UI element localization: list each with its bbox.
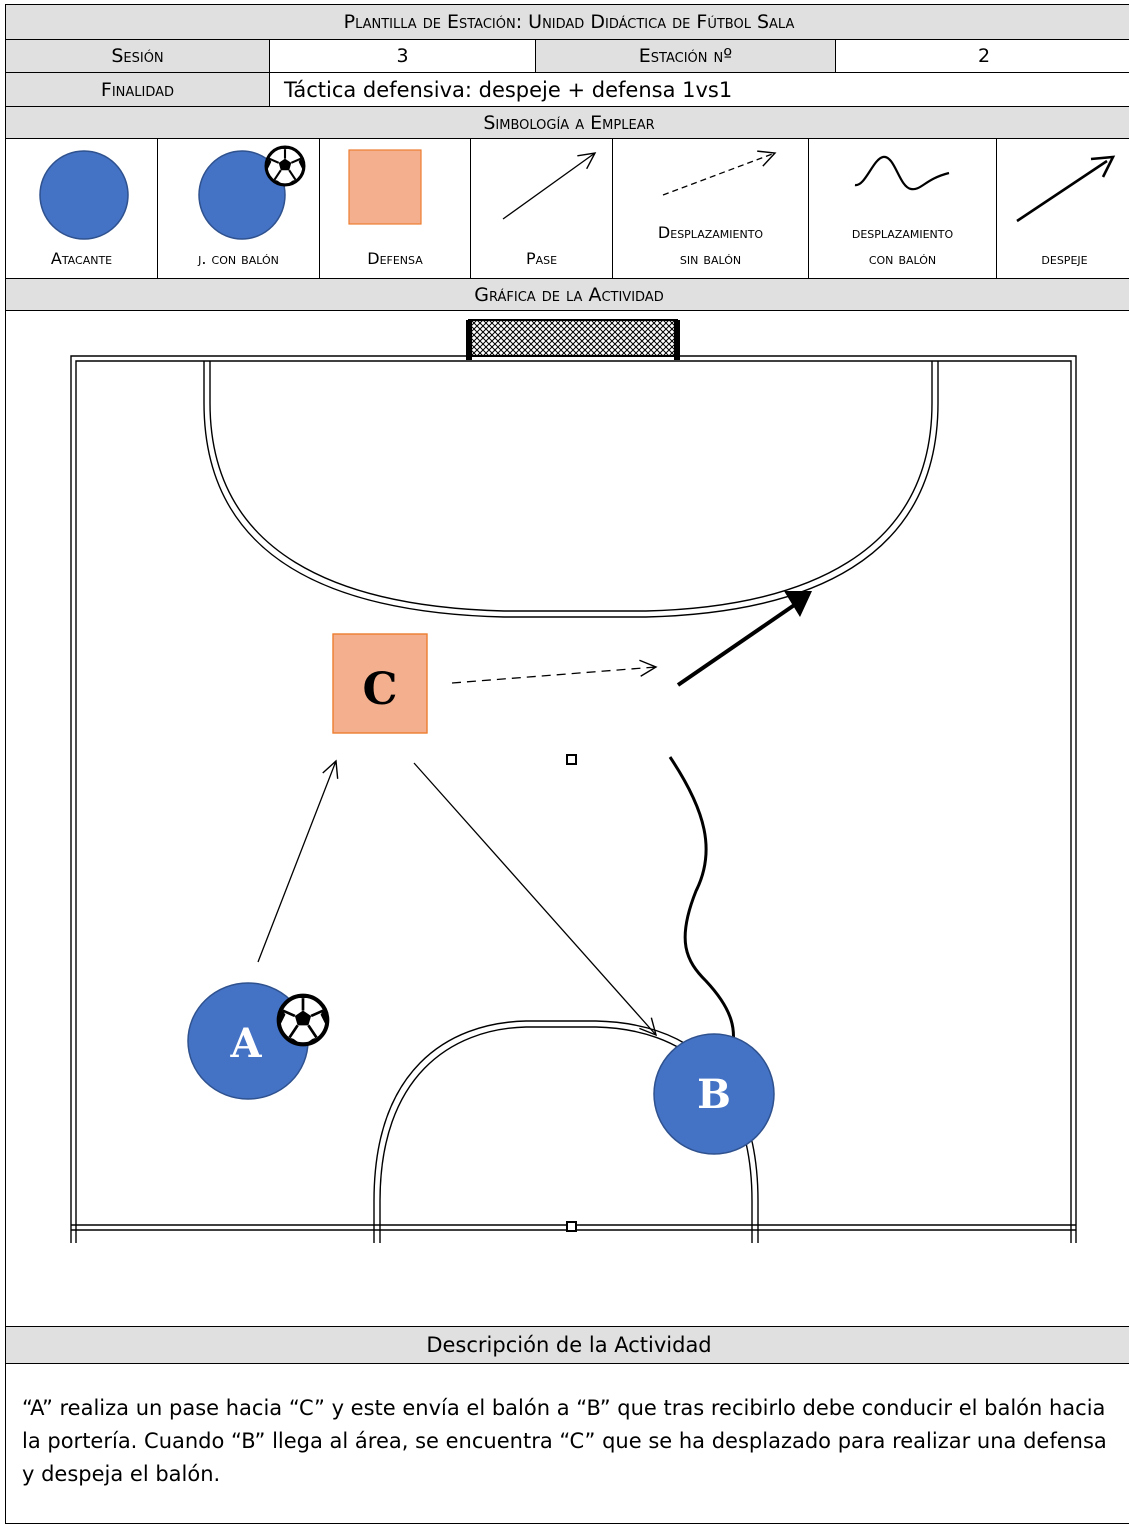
symbol-label: despeje (1041, 249, 1088, 268)
dribble-wavy-line (668, 756, 736, 1052)
pass-arrow-c-to-b (413, 762, 658, 1037)
goal-net (466, 319, 680, 360)
purpose-row: Finalidad Táctica defensiva: despeje + d… (5, 73, 1129, 107)
player-c-label: C (362, 664, 397, 715)
court-lines (70, 355, 1077, 1243)
header-row: Plantilla de Estación: Unidad Didáctica … (5, 4, 1129, 40)
description-title-row: Descripción de la Actividad (5, 1327, 1129, 1364)
symbols-row: Atacante j. con balón Defensa Pase (5, 139, 1129, 279)
symbol-defender: Defensa (320, 139, 471, 278)
player-b-label: B (697, 1071, 731, 1118)
wavy-line-icon (854, 155, 950, 191)
session-value: 3 (270, 40, 536, 72)
futsal-court: C A B (70, 319, 1077, 1243)
graphic-title-row: Gráfica de la Actividad (5, 279, 1129, 311)
player-b-attacker (653, 1033, 775, 1155)
session-label: Sesión (6, 40, 270, 72)
description-row: “A” realiza un pase hacia “C” y este env… (5, 1364, 1129, 1524)
symbol-clearance: despeje (997, 139, 1129, 278)
station-template: Plantilla de Estación: Unidad Didáctica … (5, 4, 1129, 1524)
session-row: Sesión 3 Estación nº 2 (5, 40, 1129, 73)
symbol-run-without-ball: Desplazamiento sin balón (613, 139, 809, 278)
defender-square-icon (348, 149, 422, 225)
symbol-attacker: Atacante (6, 139, 158, 278)
symbols-title: Simbología a Emplear (483, 111, 655, 134)
player-a-attacker (187, 982, 327, 1100)
symbol-label: con balón (868, 249, 937, 268)
dashed-arrow-icon (662, 150, 777, 196)
station-label: Estación nº (536, 40, 836, 72)
symbol-player-with-ball: j. con balón (158, 139, 320, 278)
attacker-circle-icon (39, 150, 129, 240)
pass-arrow-a-to-c (257, 759, 339, 963)
symbol-label: desplazamiento (851, 223, 954, 242)
purpose-value: Táctica defensiva: despeje + defensa 1vs… (284, 77, 733, 102)
penalty-spot (566, 754, 577, 765)
defender-run-arrow (451, 659, 658, 684)
symbol-label: Atacante (50, 249, 113, 268)
player-with-ball-icon (198, 145, 306, 240)
symbol-pass: Pase (471, 139, 613, 278)
description-text: “A” realiza un pase hacia “C” y este env… (22, 1396, 1107, 1486)
player-a-label: A (229, 1020, 262, 1067)
center-spot (566, 1221, 577, 1232)
symbol-run-with-ball: desplazamiento con balón (809, 139, 997, 278)
clearance-arrow (676, 591, 812, 687)
symbol-label: sin balón (679, 249, 742, 268)
symbols-title-row: Simbología a Emplear (5, 107, 1129, 139)
symbol-label: j. con balón (198, 249, 279, 268)
bold-arrow-icon (1016, 155, 1116, 223)
symbol-label: Desplazamiento (657, 223, 764, 242)
pass-arrow-icon (502, 152, 597, 220)
symbol-label: Pase (525, 249, 558, 268)
station-value: 2 (977, 45, 991, 67)
page-title: Plantilla de Estación: Unidad Didáctica … (343, 11, 795, 33)
player-c-defender (332, 633, 428, 734)
description-title: Descripción de la Actividad (426, 1333, 712, 1357)
symbol-label: Defensa (367, 249, 423, 268)
purpose-label: Finalidad (6, 73, 270, 106)
activity-graphic: C A B (5, 311, 1129, 1327)
graphic-title: Gráfica de la Actividad (474, 283, 664, 306)
